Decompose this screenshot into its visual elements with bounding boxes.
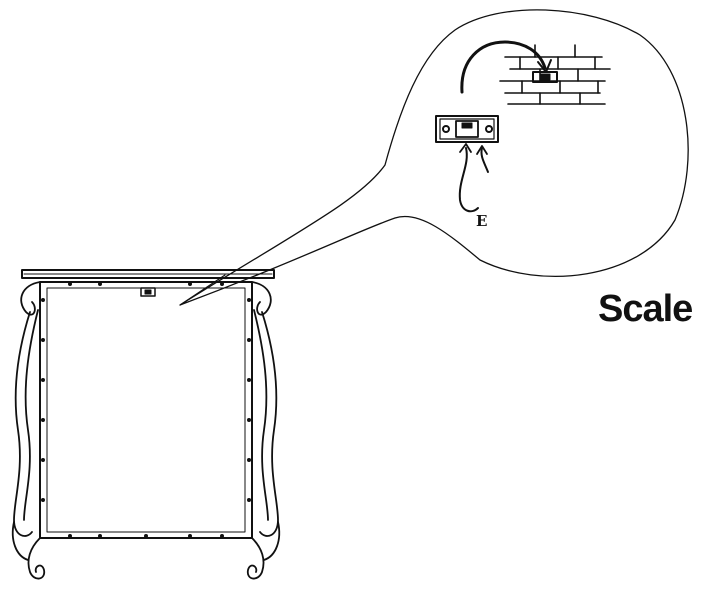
brick-wall — [499, 44, 611, 105]
left-leg — [11, 281, 46, 580]
right-leg — [246, 281, 281, 580]
arrow-icon — [460, 40, 547, 94]
screw-icon — [485, 125, 493, 133]
up-arrow-line — [480, 147, 489, 173]
callout-pointer — [179, 274, 226, 306]
part-label-e: E — [476, 212, 488, 230]
wall-bracket-slot — [539, 73, 551, 81]
arrow-head — [537, 59, 552, 73]
mounting-bracket — [435, 115, 499, 143]
nail-dots — [41, 282, 251, 538]
bracket-on-cabinet — [140, 287, 156, 297]
arrow-head — [476, 145, 488, 155]
cable-line — [458, 147, 479, 213]
cabinet-top — [21, 269, 275, 279]
cabinet-back-panel — [39, 281, 253, 539]
callout-bubble — [179, 9, 689, 306]
scale-label: Scale — [598, 288, 693, 330]
arrow-head — [459, 143, 472, 153]
screw-icon — [442, 125, 450, 133]
